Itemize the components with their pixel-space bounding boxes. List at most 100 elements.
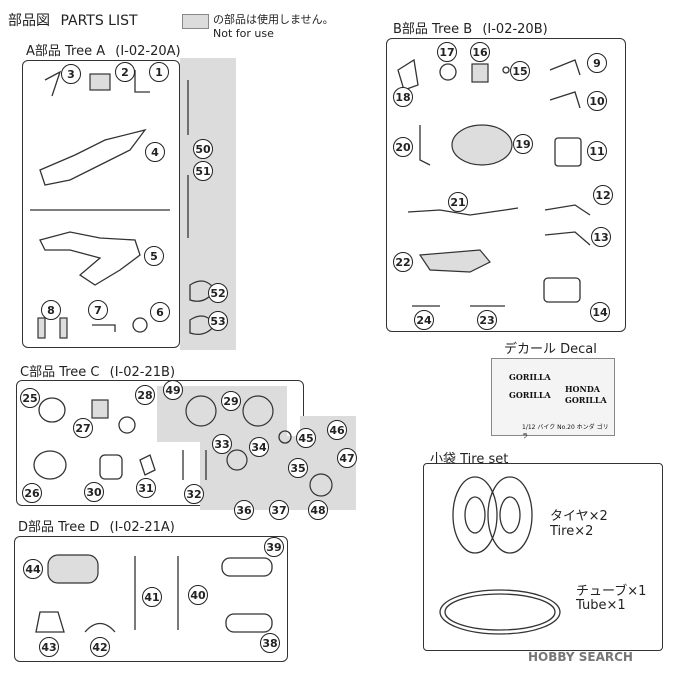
part-25-shape bbox=[38, 397, 66, 423]
part-number: 29 bbox=[221, 391, 241, 411]
title-jp: 部品図 bbox=[8, 13, 50, 29]
tire-1-shape bbox=[452, 476, 498, 554]
part-number: 24 bbox=[414, 310, 434, 330]
decal-text-2: HONDA bbox=[565, 384, 600, 394]
part-29a-shape bbox=[185, 395, 217, 427]
part-13-shape bbox=[544, 231, 591, 246]
part-5-shape bbox=[39, 231, 141, 286]
part-number: 27 bbox=[73, 418, 93, 438]
part-number: 53 bbox=[208, 311, 228, 331]
part-number: 1 bbox=[149, 62, 169, 82]
title-en: PARTS LIST bbox=[60, 13, 138, 29]
tree-b-code: (I-02-20B) bbox=[482, 22, 548, 37]
decal-text-4: GORILLA bbox=[565, 395, 607, 405]
part-number: 21 bbox=[448, 192, 468, 212]
tree-a-label: A部品 Tree A (I-02-20A) bbox=[26, 40, 181, 59]
part-4-shape bbox=[39, 128, 147, 186]
tire-1-inner bbox=[464, 496, 486, 534]
part-number: 30 bbox=[84, 482, 104, 502]
legend-en: Not for use bbox=[213, 27, 274, 40]
part-21-shape bbox=[407, 207, 519, 216]
part-number: 9 bbox=[587, 53, 607, 73]
tree-d-code: (I-02-21A) bbox=[109, 520, 175, 535]
part-number: 48 bbox=[308, 500, 328, 520]
part-15-shape bbox=[502, 66, 510, 74]
tree-c-label: C部品 Tree C (I-02-21B) bbox=[20, 361, 175, 380]
part-number: 43 bbox=[39, 637, 59, 657]
watermark: HOBBY SEARCH bbox=[528, 650, 633, 664]
page-title: 部品図 PARTS LIST bbox=[8, 10, 138, 30]
decal-caption: 1/12 バイク No.20 ホンダ ゴリラ bbox=[522, 424, 609, 440]
tree-b-name: B部品 Tree B bbox=[393, 22, 473, 37]
part-45-shape bbox=[278, 430, 292, 444]
part-17-shape bbox=[439, 63, 457, 81]
part-number: 5 bbox=[144, 246, 164, 266]
part-number: 20 bbox=[393, 137, 413, 157]
part-43-shape bbox=[35, 611, 65, 633]
tire-2-inner bbox=[499, 496, 521, 534]
part-number: 49 bbox=[163, 380, 183, 400]
part-number: 25 bbox=[20, 388, 40, 408]
part-27-shape bbox=[91, 399, 109, 419]
part-6-shape bbox=[132, 317, 148, 333]
part-number: 17 bbox=[437, 42, 457, 62]
tree-a-name: A部品 Tree A bbox=[26, 44, 106, 59]
part-number: 8 bbox=[41, 300, 61, 320]
part-number: 52 bbox=[208, 283, 228, 303]
decal-sheet: GORILLA HONDA GORILLA GORILLA 1/12 バイク N… bbox=[491, 358, 615, 440]
part-11-shape bbox=[554, 137, 582, 167]
decal-title: デカール Decal bbox=[504, 342, 597, 357]
tree-c-code: (I-02-21B) bbox=[109, 365, 176, 380]
part-number: 6 bbox=[150, 302, 170, 322]
tire-label-jp: タイヤ×2 bbox=[550, 509, 608, 524]
part-8b-shape bbox=[59, 317, 68, 339]
part-number: 26 bbox=[22, 483, 42, 503]
tree-d-label: D部品 Tree D (I-02-21A) bbox=[18, 516, 175, 535]
part-33-shape bbox=[226, 449, 248, 471]
part-26-shape bbox=[33, 450, 67, 480]
tube-label-en: Tube×1 bbox=[576, 598, 626, 613]
tube-inner bbox=[444, 593, 556, 631]
part-number: 32 bbox=[184, 484, 204, 504]
tube-label-jp: チューブ×1 bbox=[576, 584, 647, 599]
part-number: 19 bbox=[513, 134, 533, 154]
part-number: 35 bbox=[288, 458, 308, 478]
part-number: 28 bbox=[135, 385, 155, 405]
tree-d-name: D部品 Tree D bbox=[18, 520, 100, 535]
part-1-shape bbox=[134, 70, 150, 93]
part-7-shape bbox=[92, 324, 116, 332]
part-29b-shape bbox=[242, 395, 274, 427]
part-number: 14 bbox=[590, 302, 610, 322]
decal-text-1: GORILLA bbox=[509, 372, 551, 382]
part-39-shape bbox=[221, 557, 273, 577]
part-number: 7 bbox=[88, 300, 108, 320]
part-30-shape bbox=[99, 454, 123, 480]
part-3-shape bbox=[44, 70, 62, 97]
part-number: 51 bbox=[193, 161, 213, 181]
part-number: 33 bbox=[212, 434, 232, 454]
tube-shape bbox=[439, 589, 561, 635]
part-42-shape bbox=[84, 622, 116, 633]
part-12-shape bbox=[544, 204, 591, 216]
part-number: 13 bbox=[591, 227, 611, 247]
tire-label-en: Tire×2 bbox=[550, 524, 594, 539]
part-number: 16 bbox=[470, 42, 490, 62]
part-31-shape bbox=[139, 454, 156, 476]
unused-legend-swatch bbox=[182, 14, 209, 29]
part-number: 38 bbox=[260, 633, 280, 653]
part-number: 41 bbox=[142, 587, 162, 607]
part-10-shape bbox=[549, 91, 581, 109]
part-8a-shape bbox=[37, 317, 46, 339]
part-number: 2 bbox=[115, 62, 135, 82]
part-number: 3 bbox=[61, 64, 81, 84]
part-2-shape bbox=[89, 73, 111, 91]
part-44-shape bbox=[47, 554, 99, 584]
part-number: 18 bbox=[393, 87, 413, 107]
part-16-shape bbox=[471, 63, 489, 83]
part-22-shape bbox=[418, 249, 491, 273]
part-number: 11 bbox=[587, 141, 607, 161]
part-number: 40 bbox=[188, 585, 208, 605]
part-number: 22 bbox=[393, 252, 413, 272]
part-number: 12 bbox=[593, 185, 613, 205]
